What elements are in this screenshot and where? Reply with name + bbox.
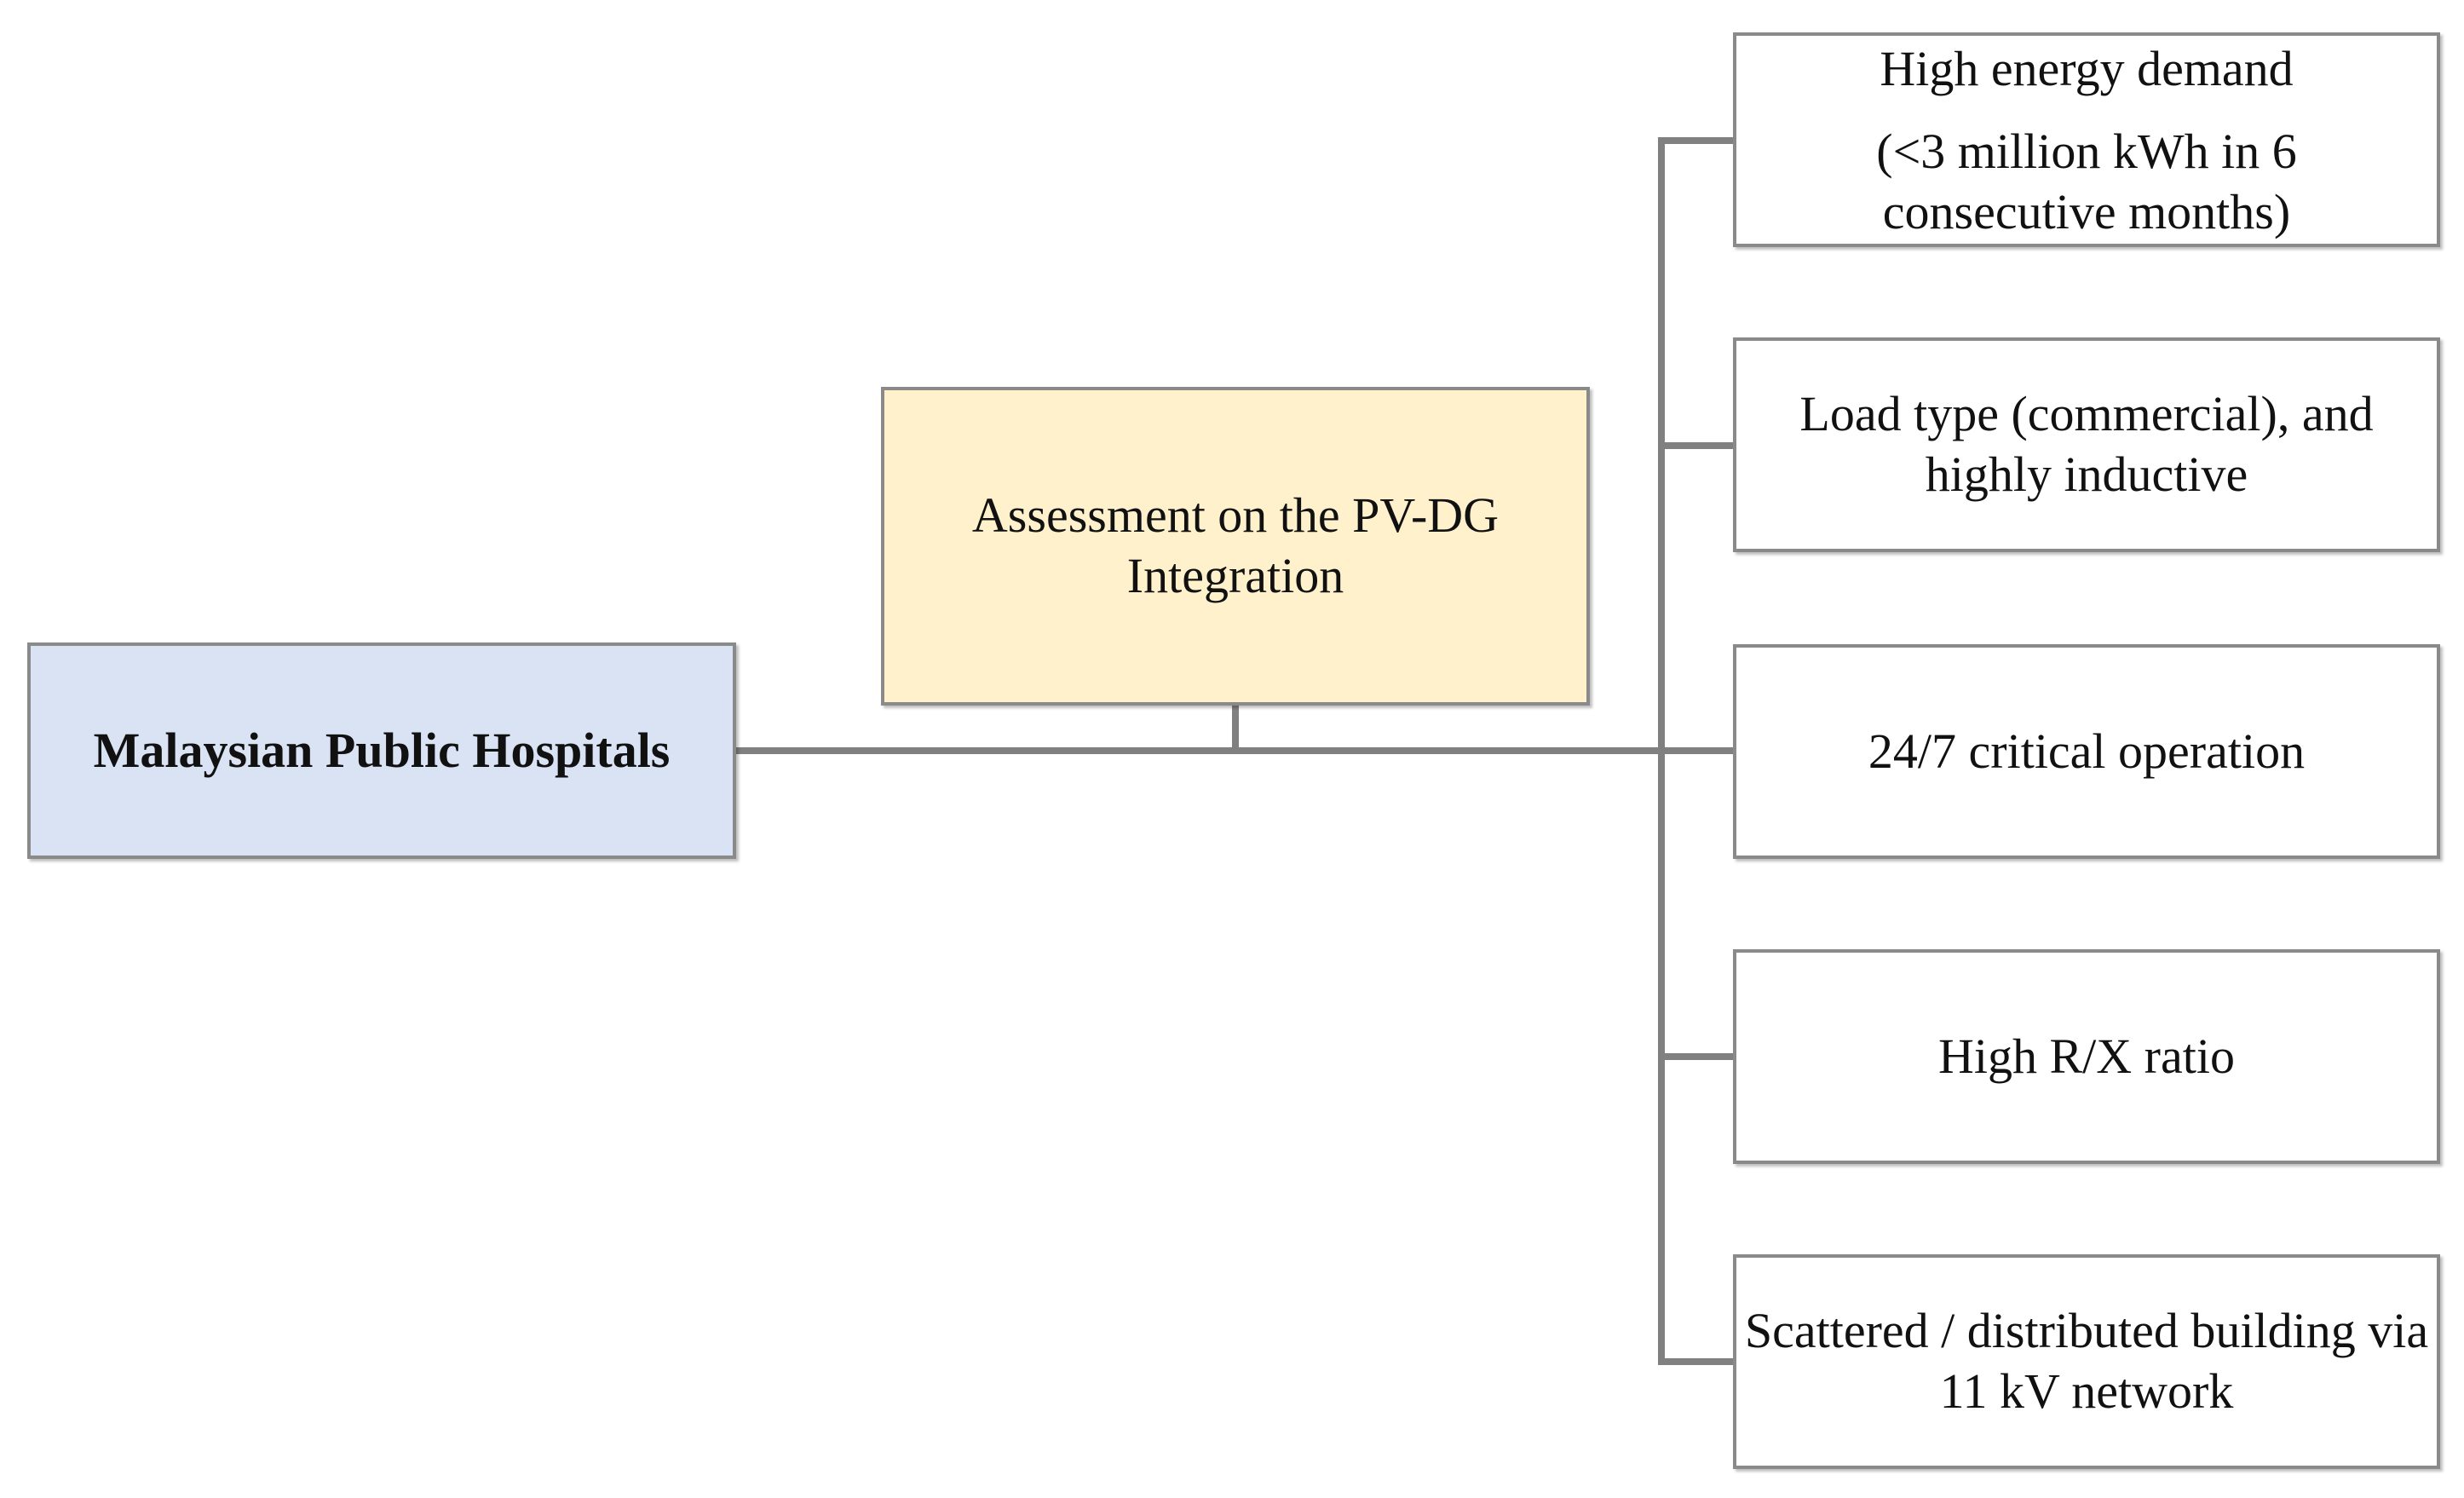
factor-node-distributed-building: Scattered / distributed building via 11 …: [1733, 1254, 2440, 1469]
factor-rx-ratio-label: High R/X ratio: [1938, 1028, 2235, 1084]
root-node-malaysian-public-hospitals: Malaysian Public Hospitals: [27, 642, 736, 859]
factor-energy-demand-detail: (<3 million kWh in 6 consecutive months): [1876, 123, 2297, 239]
factor-energy-demand-title: High energy demand: [1880, 41, 2294, 96]
factor-distributed-building-label: Scattered / distributed building via 11 …: [1744, 1303, 2429, 1419]
factor-node-load-type: Load type (commercial), and highly induc…: [1733, 337, 2440, 552]
assessment-node: Assessment on the PV-DG Integration: [881, 387, 1590, 706]
factor-node-energy-demand: High energy demand (<3 million kWh in 6 …: [1733, 32, 2440, 247]
factor-critical-operation-label: 24/7 critical operation: [1868, 723, 2306, 779]
factor-node-rx-ratio: High R/X ratio: [1733, 949, 2440, 1164]
factor-node-critical-operation: 24/7 critical operation: [1733, 644, 2440, 859]
factor-load-type-label: Load type (commercial), and highly induc…: [1799, 386, 2374, 502]
assessment-node-label: Assessment on the PV-DG Integration: [971, 487, 1500, 603]
root-node-label: Malaysian Public Hospitals: [93, 722, 671, 778]
